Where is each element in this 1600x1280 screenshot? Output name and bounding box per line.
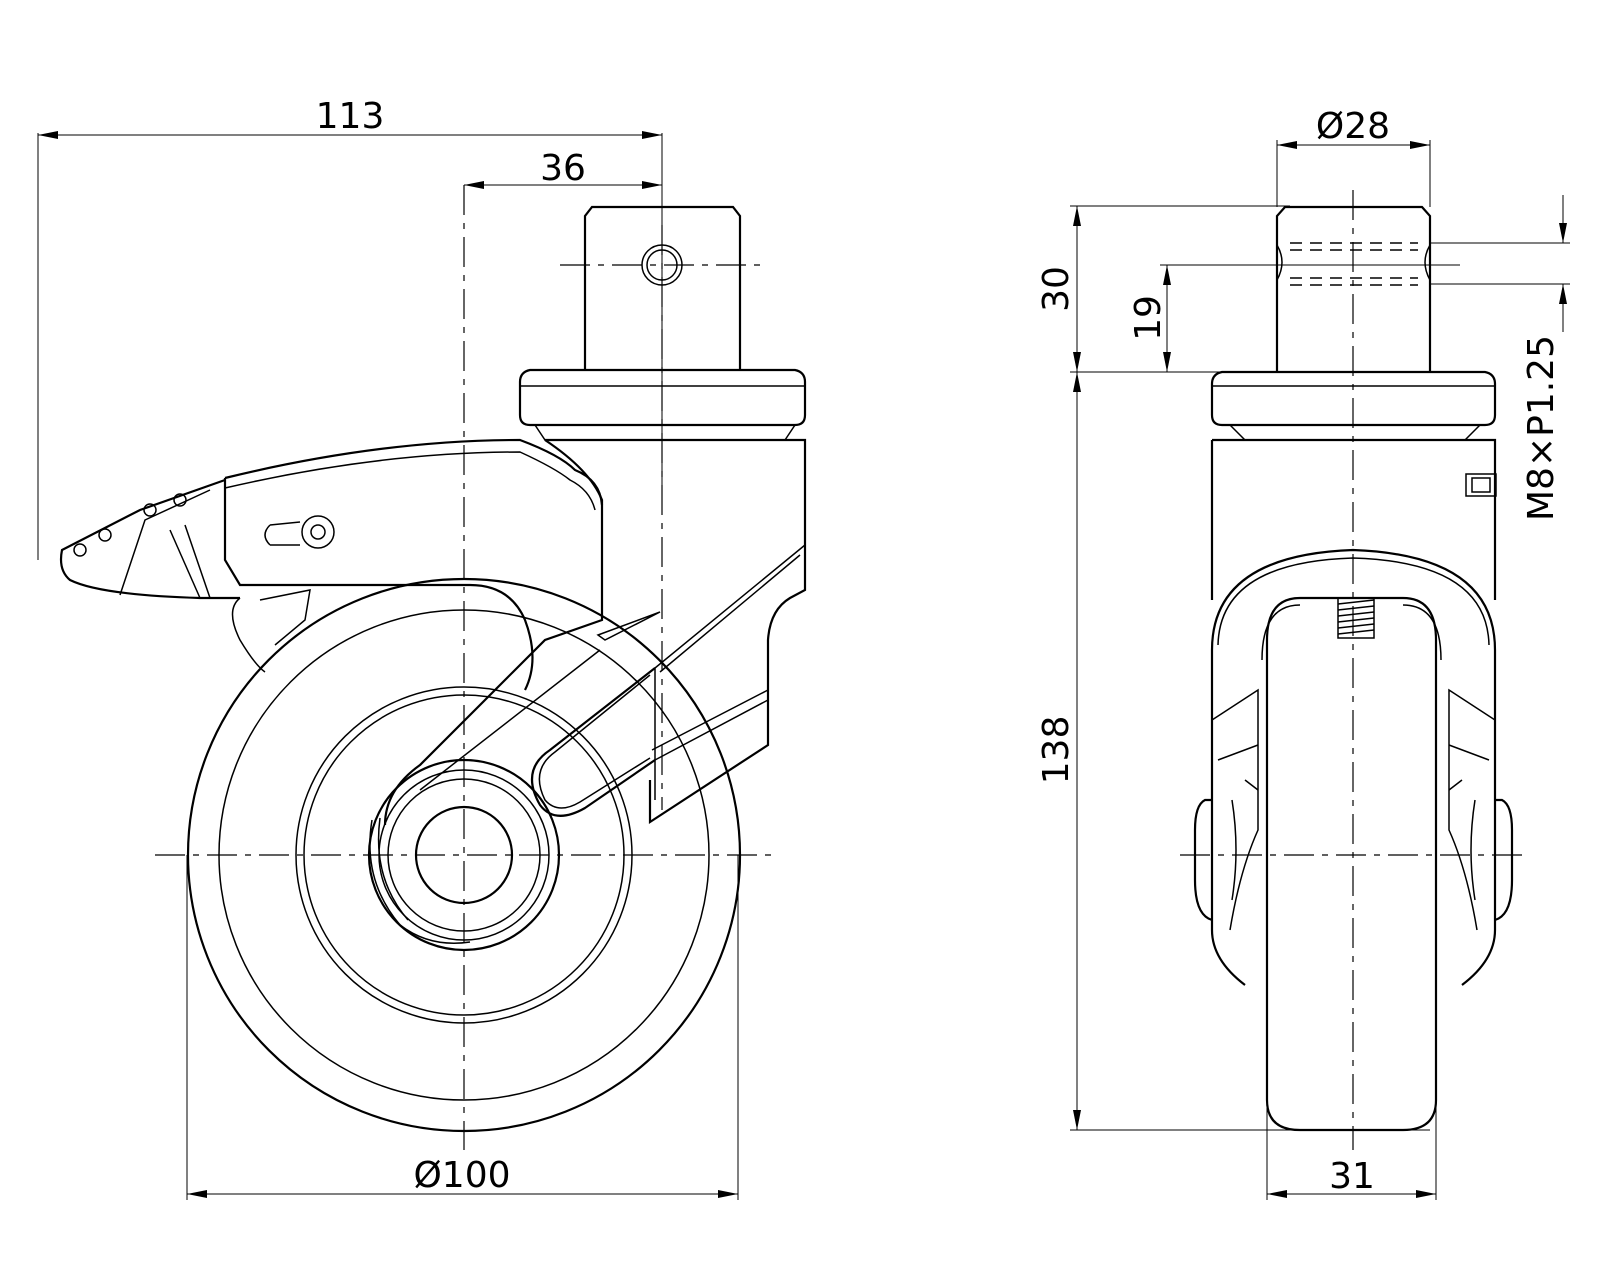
dimension-overall-height: 138: [1036, 372, 1430, 1131]
label-138: 138: [1036, 716, 1077, 785]
label-30: 30: [1036, 266, 1077, 312]
label-diameter-28: Ø28: [1316, 106, 1390, 147]
stem: [560, 205, 768, 370]
dimension-wheel-diameter: Ø100: [186, 855, 739, 1200]
dimension-stem-length: 30: [1036, 205, 1290, 373]
label-36: 36: [540, 148, 586, 189]
dimension-overall-width: 113: [37, 96, 663, 560]
fork-body-front: [1193, 438, 1514, 986]
dimension-stem-offset: 36: [464, 148, 662, 189]
label-19: 19: [1128, 295, 1169, 341]
wheel-front: [1261, 596, 1442, 1132]
brake-pedal: [59, 438, 604, 691]
dimension-thread-length: 19: [1128, 264, 1460, 372]
fork-body: [383, 438, 807, 826]
label-31: 31: [1329, 1156, 1375, 1197]
front-view: Ø28 30 19 138 31: [1036, 106, 1570, 1200]
dimension-wheel-width: 31: [1266, 1090, 1437, 1200]
label-thread-spec: M8×P1.25: [1521, 335, 1562, 521]
label-diameter-100: Ø100: [413, 1155, 510, 1196]
dimension-thread-spec: M8×P1.25: [1430, 195, 1570, 521]
thread-hatch: [1337, 597, 1375, 639]
dimension-stem-diameter: Ø28: [1276, 106, 1431, 207]
side-view: 113 36 Ø100: [37, 96, 807, 1200]
label-113: 113: [316, 96, 385, 137]
